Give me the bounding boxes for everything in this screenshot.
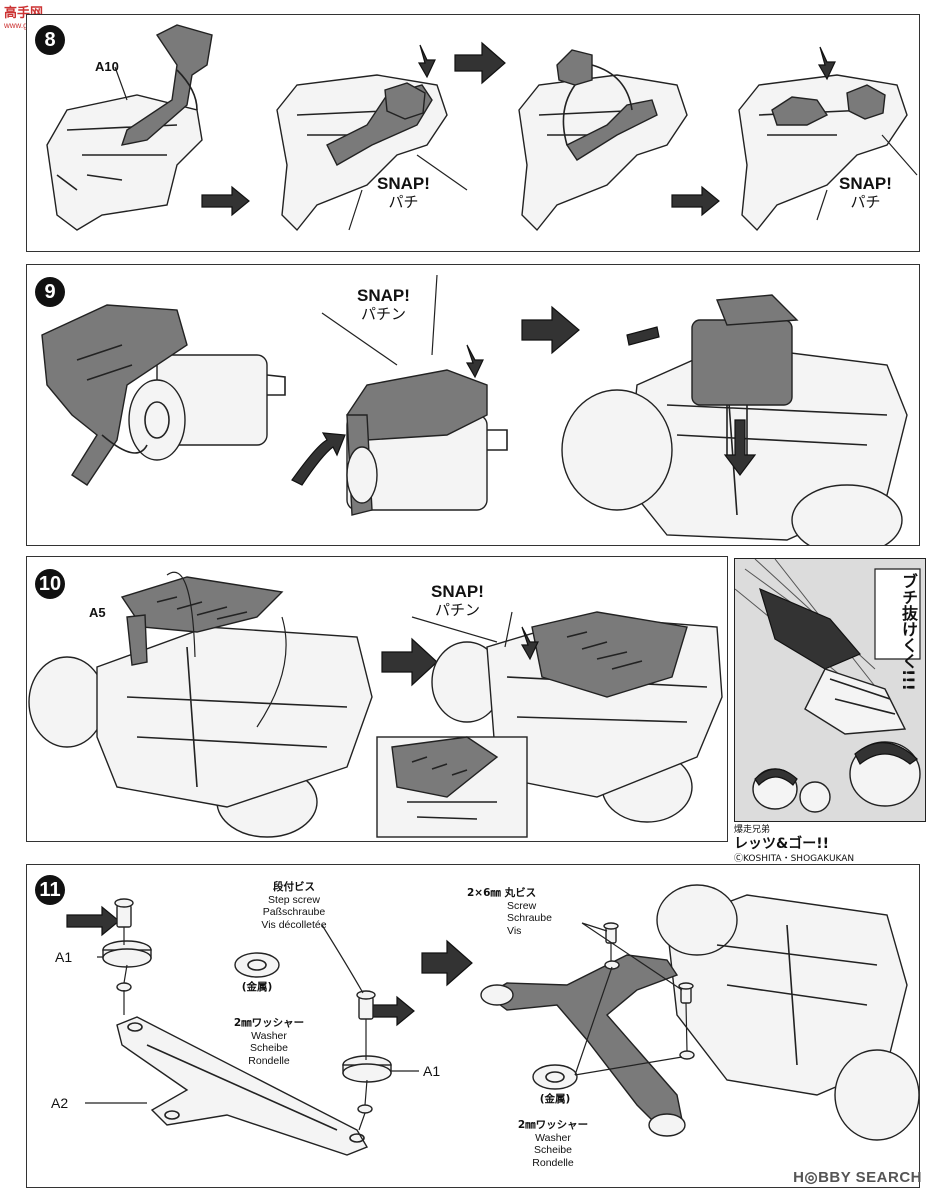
step-number-11: 11 <box>35 875 65 905</box>
step-8-panel: 8 <box>26 14 920 252</box>
part-label-a1-right: A1 <box>423 1063 441 1079</box>
manga-speech-bubble: ブチ抜けくく!!! <box>899 573 918 691</box>
step8-chassis-1 <box>46 24 213 231</box>
washer-note-left: 2㎜ワッシャー Washer Scheibe Rondelle <box>219 1017 319 1067</box>
step10-chassis-left <box>28 571 373 838</box>
washer-fr: Rondelle <box>248 1054 290 1067</box>
metal-jp: (金属) <box>241 981 273 993</box>
washer-en: Washer <box>535 1131 571 1144</box>
washer-de: Scheibe <box>250 1042 288 1055</box>
step-screw-jp: 段付ビス <box>273 881 315 893</box>
screw-2x6-en: Screw <box>507 899 537 912</box>
step9-motor-assembled <box>346 344 508 516</box>
step11-right-parts <box>480 884 919 1141</box>
watermark-bottom: H◎BBY SEARCH <box>793 1169 922 1186</box>
washer-jp: 2㎜ワッシャー <box>233 1017 305 1029</box>
manga-copyright: ⒸKOSHITA・SHOGAKUKAN <box>734 854 855 864</box>
washer-de: Scheibe <box>534 1144 572 1157</box>
step-10-panel: 10 A5 S <box>26 556 728 842</box>
washer-fr: Rondelle <box>532 1156 574 1169</box>
step-screw-en: Step screw <box>268 893 320 906</box>
step-number-10: 10 <box>35 569 65 599</box>
snap-en: SNAP! <box>357 286 410 305</box>
manga-illustration: ブチ抜けくく!!! <box>734 558 926 822</box>
snap-jp: パチ <box>388 192 419 211</box>
step10-detail-inset <box>376 736 528 838</box>
screw-2x6-de: Schraube <box>507 912 552 925</box>
step9-chassis <box>561 294 908 545</box>
step-screw-note: 段付ビス Step screw Paßschraube Vis décollet… <box>239 881 349 931</box>
washer-note-right: 2㎜ワッシャー Washer Scheibe Rondelle <box>503 1119 603 1169</box>
snap-jp: パチン <box>434 600 480 619</box>
snap-en: SNAP! <box>431 582 484 601</box>
washer-jp: 2㎜ワッシャー <box>517 1119 589 1131</box>
step10-part-label-a5: A5 <box>89 605 106 620</box>
step-number-8: 8 <box>35 25 65 55</box>
step8-chassis-3 <box>518 49 688 232</box>
washer-en: Washer <box>251 1029 287 1042</box>
step-screw-de: Paßschraube <box>262 906 326 919</box>
step8-part-label-a10: A10 <box>95 59 119 74</box>
part-label-a1-left: A1 <box>55 949 73 965</box>
part-label-a2: A2 <box>51 1095 69 1111</box>
snap-jp: パチン <box>360 304 406 323</box>
step-11-panel: 11 <box>26 864 920 1188</box>
step-10-illustration <box>28 571 723 838</box>
snap-en: SNAP! <box>377 174 430 193</box>
step-9-illustration <box>41 274 908 545</box>
metal-label-left: (金属) <box>232 981 282 994</box>
step8-chassis-4 <box>738 46 908 232</box>
step11-left-parts <box>66 898 419 1156</box>
step-screw-fr: Vis décolletée <box>261 918 327 931</box>
metal-label-right: (金属) <box>530 1093 580 1106</box>
step9-snap-label: SNAP! パチン <box>357 286 410 323</box>
step8-snap-label-2: SNAP! パチ <box>839 174 892 211</box>
step-11-illustration <box>66 884 919 1156</box>
step10-snap-label: SNAP! パチン <box>431 582 484 619</box>
step8-chassis-2 <box>276 44 448 232</box>
manga-series-title: レッツ&ゴー!! <box>734 836 829 852</box>
step-number-9: 9 <box>35 277 65 307</box>
snap-jp: パチ <box>850 192 881 211</box>
step-9-panel: 9 <box>26 264 920 546</box>
screw-2x6-note: 2×6㎜ 丸ビス Screw Schraube Vis <box>467 887 577 937</box>
manga-art <box>735 559 925 821</box>
step-8-illustration <box>46 24 918 232</box>
step10-chassis-right <box>431 611 723 823</box>
screw-2x6-fr: Vis <box>507 924 522 937</box>
screw-2x6-jp: 2×6㎜ 丸ビス <box>467 887 537 899</box>
step9-motor-left <box>128 354 286 461</box>
manga-series-small: 爆走兄弟 <box>734 825 771 835</box>
metal-jp: (金属) <box>539 1093 571 1105</box>
snap-en: SNAP! <box>839 174 892 193</box>
step8-snap-label-1: SNAP! パチ <box>377 174 430 211</box>
